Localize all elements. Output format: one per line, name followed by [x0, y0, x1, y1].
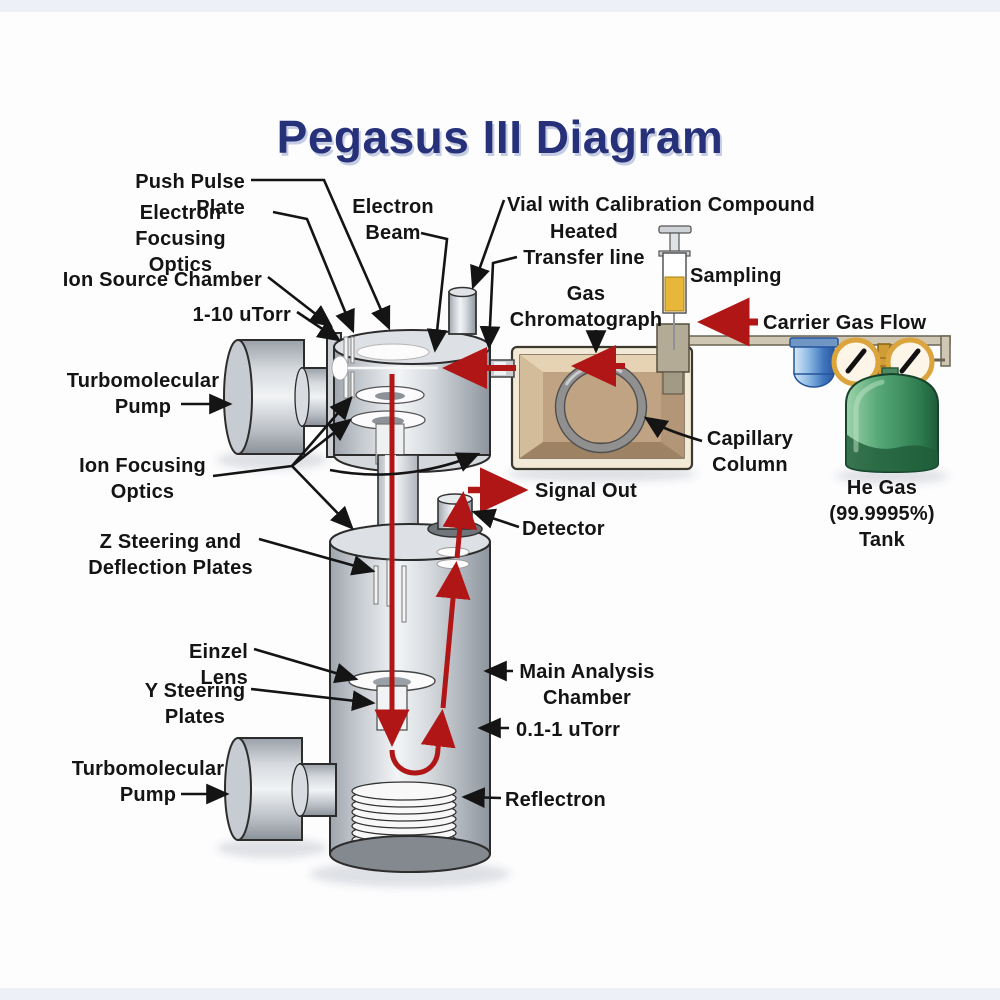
label-vial-calibration: Vial with Calibration Compound [507, 194, 815, 216]
leader-lines [181, 178, 703, 808]
label-capillary-column: Capillary Column [706, 428, 794, 476]
label-y-steering-plates: Y Steering Plates [144, 680, 246, 728]
label-push-pulse-plate: Push Pulse Plate [135, 171, 245, 219]
sampling-syringe [658, 225, 692, 350]
label-he-gas-tank: He Gas (99.9995%) Tank [829, 477, 935, 551]
label-reflectron: Reflectron [505, 789, 606, 811]
z-steering-plates-graphic [373, 559, 407, 623]
label-heated-transfer-line: Heated Transfer line [523, 221, 645, 269]
label-einzel-lens: Einzel Lens [189, 641, 248, 689]
main-analysis-chamber-graphic [329, 493, 491, 873]
turbo-pump-bottom-graphic [224, 737, 337, 841]
page-title: Pegasus III Diagram [276, 111, 724, 163]
gas-filter [789, 337, 839, 388]
label-main-analysis-chamber: Main Analysis Chamber [519, 661, 655, 709]
label-detector: Detector [522, 518, 605, 540]
label-sampling: Sampling [690, 265, 782, 287]
label-ion-source-pressure: 1-10 uTorr [192, 304, 291, 326]
he-gas-tank-graphic [845, 367, 939, 474]
top-edge-band [0, 0, 1000, 12]
pressure-regulator [831, 337, 935, 387]
label-main-chamber-pressure: 0.1-1 uTorr [516, 719, 621, 741]
calibration-vial [448, 286, 477, 335]
label-turbo-pump-bottom: Turbomolecular Pump [71, 758, 225, 806]
label-ion-focusing-optics: Ion Focusing Optics [79, 455, 206, 503]
bottom-edge-band [0, 988, 1000, 1000]
label-electron-focusing-optics: Electron Focusing Optics [135, 202, 226, 276]
label-z-steering-plates: Z Steering and Deflection Plates [88, 531, 253, 579]
detector-graphic [427, 493, 483, 538]
filament [331, 355, 349, 381]
label-signal-out: Signal Out [535, 480, 637, 502]
turbo-pump-top-graphic [223, 332, 342, 458]
ion-source-chamber-graphic [331, 286, 491, 473]
label-gas-chromatograph: Gas Chromatograph [509, 283, 663, 331]
label-carrier-gas-flow: Carrier Gas Flow [763, 312, 927, 334]
label-electron-beam: Electron Beam [352, 196, 434, 244]
ion-beam-path [374, 297, 758, 776]
label-ion-source-chamber: Ion Source Chamber [62, 269, 262, 291]
label-turbo-pump-top: Turbomolecular Pump [66, 370, 220, 418]
